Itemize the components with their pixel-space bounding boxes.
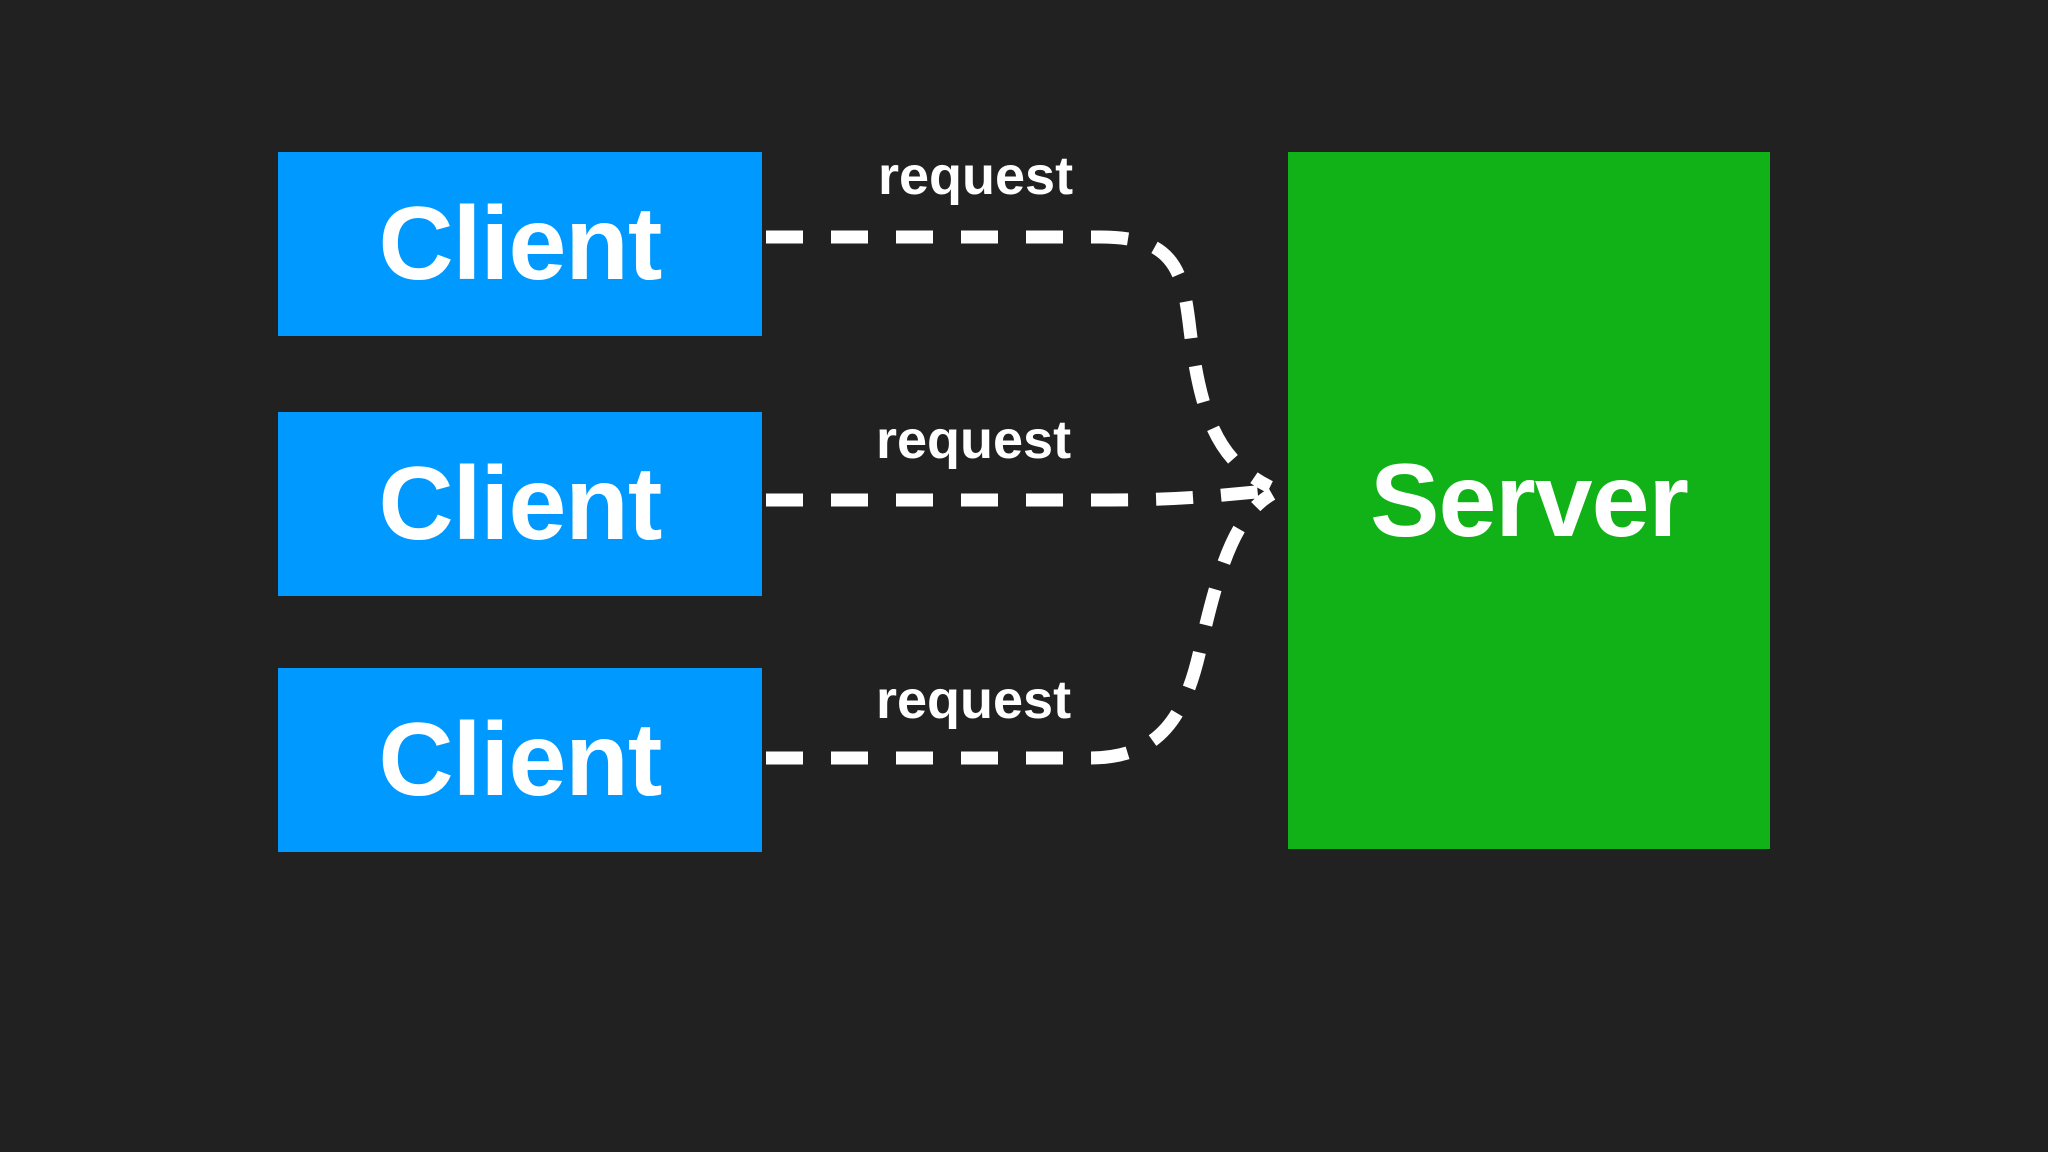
client-node-1[interactable]: Client	[278, 152, 762, 336]
client-node-3[interactable]: Client	[278, 668, 762, 852]
edge-group	[766, 230, 1279, 765]
client-node-1-label: Client	[378, 186, 663, 302]
edge-label-request-2: request	[876, 410, 1072, 470]
server-node-label: Server	[1370, 442, 1689, 559]
edge-label-request-3: request	[876, 670, 1072, 730]
client-node-3-label: Client	[378, 702, 663, 818]
edge-label-request-1: request	[878, 146, 1074, 206]
server-node[interactable]: Server	[1288, 152, 1770, 849]
client-node-2[interactable]: Client	[278, 412, 762, 596]
edge-client1-to-server	[766, 230, 1273, 493]
client-node-2-label: Client	[378, 446, 663, 562]
edge-client2-to-server	[766, 483, 1279, 507]
